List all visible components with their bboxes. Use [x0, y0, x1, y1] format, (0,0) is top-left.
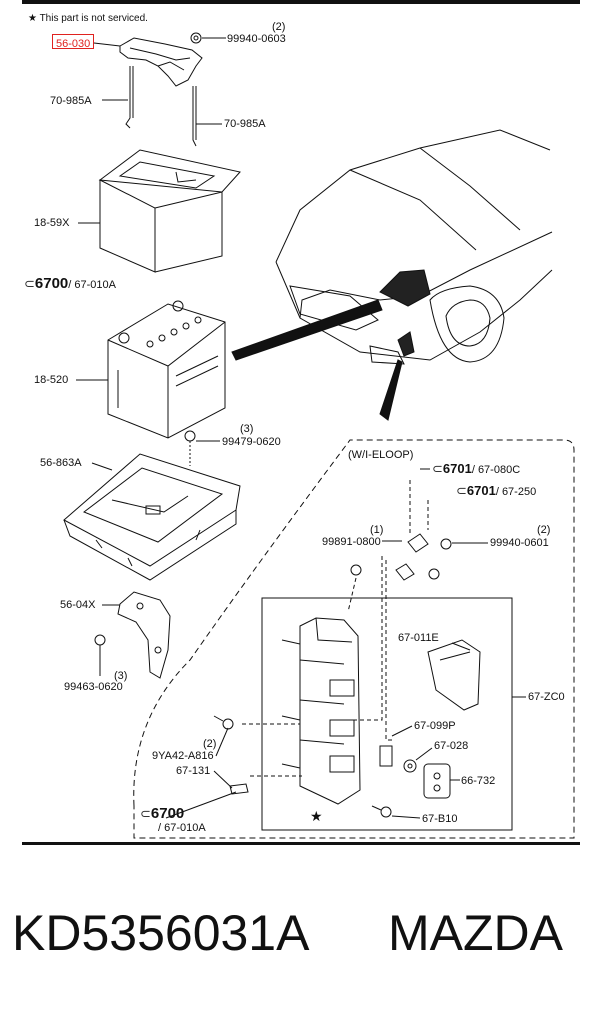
bolt-99463	[94, 634, 106, 660]
parts-diagram	[63, 32, 575, 839]
leader-lines	[76, 37, 526, 819]
header-note: ★ This part is not serviced.	[28, 13, 148, 24]
part-label-99940-0603: 99940-0603	[227, 33, 286, 45]
fuse-box	[281, 617, 361, 805]
caption-part-number: KD5356031A	[12, 905, 310, 961]
connector-symbol-icon: ⊂	[140, 806, 151, 821]
connector-symbol-icon: ⊂	[24, 276, 35, 291]
relay-clip	[379, 745, 393, 767]
connector-symbol-icon: ⊂	[432, 461, 443, 476]
part-label-67-028: 67-028	[434, 740, 469, 752]
bolt-9ya42	[213, 715, 234, 730]
part-label-99479-0620: 99479-0620	[222, 436, 281, 448]
part-label-56-030: 56-030	[56, 38, 91, 50]
bolt-99479	[184, 430, 196, 466]
qty-99891-0800: (1)	[370, 524, 384, 536]
caption: KD5356031A MAZDA	[0, 898, 600, 968]
dashed-wiring	[242, 480, 429, 777]
leader-arrow-box	[379, 359, 403, 421]
part-label-66-732: 66-732	[461, 775, 496, 787]
part-label-70-985a-left: 70-985A	[50, 95, 92, 107]
part-label-67-011e: 67-011E	[398, 632, 439, 644]
bottom-rule	[22, 842, 580, 845]
dashed-callout	[133, 439, 575, 839]
top-rule	[22, 0, 580, 4]
part-label-56-863a: 56-863A	[40, 457, 82, 469]
battery-hold-bracket	[119, 37, 203, 87]
part-label-56-04x: 56-04X	[60, 599, 96, 611]
part-label-99891-0800: 99891-0800	[322, 536, 381, 548]
nut-67-028	[403, 759, 417, 773]
part-label-6700-top: ⊂6700/ 67-010A	[24, 275, 116, 292]
part-label-9ya42-a816: 9YA42-A816	[152, 750, 214, 762]
part-label-6701-67-080c: ⊂6701/ 67-080C	[432, 461, 521, 477]
part-label-18-520: 18-520	[34, 374, 69, 386]
qty-9ya42-a816: (2)	[203, 738, 217, 750]
variant-label-w-i-eloop: (W/I-ELOOP)	[348, 449, 414, 461]
part-label-67-zc0: 67-ZC0	[528, 691, 565, 703]
fuse-cover	[427, 639, 481, 711]
battery-cover	[98, 149, 241, 273]
bolt-67-b10	[371, 805, 392, 818]
qty-99940-0603: (2)	[272, 21, 286, 33]
harness-fittings	[350, 533, 452, 581]
j-bolt-right	[192, 86, 197, 147]
part-label-99940-0601: 99940-0601	[490, 537, 549, 549]
part-label-67-131: 67-131	[176, 765, 211, 777]
part-label-67-010a-bottom: / 67-010A	[158, 822, 206, 834]
fuse-box-group	[261, 597, 513, 831]
qty-99940-0601: (2)	[537, 524, 551, 536]
connector-67-131	[229, 783, 249, 795]
tray-bracket	[117, 591, 171, 679]
car-front	[275, 129, 553, 365]
part-label-18-59x: 18-59X	[34, 217, 70, 229]
qty-99479-0620: (3)	[240, 423, 254, 435]
connector-symbol-icon: ⊂	[456, 483, 467, 498]
part-label-6700-bottom: ⊂6700	[140, 805, 185, 822]
leader-arrow-battery	[231, 299, 383, 361]
battery	[107, 300, 226, 439]
part-label-99463-0620: 99463-0620	[64, 681, 123, 693]
part-label-67-099p: 67-099P	[414, 720, 456, 732]
not-serviced-star-icon: ★	[310, 808, 323, 824]
j-bolt-left	[125, 66, 134, 129]
highlighted-part-box	[52, 34, 94, 49]
part-label-70-985a-right: 70-985A	[224, 118, 266, 130]
caption-brand: MAZDA	[388, 905, 563, 961]
qty-99463-0620: (3)	[114, 670, 128, 682]
part-label-6701-67-250: ⊂6701/ 67-250	[456, 483, 537, 499]
relay-block	[423, 763, 451, 799]
bracket-nut	[190, 32, 202, 44]
battery-tray	[63, 453, 241, 581]
part-label-67-b10: 67-B10	[422, 813, 458, 825]
